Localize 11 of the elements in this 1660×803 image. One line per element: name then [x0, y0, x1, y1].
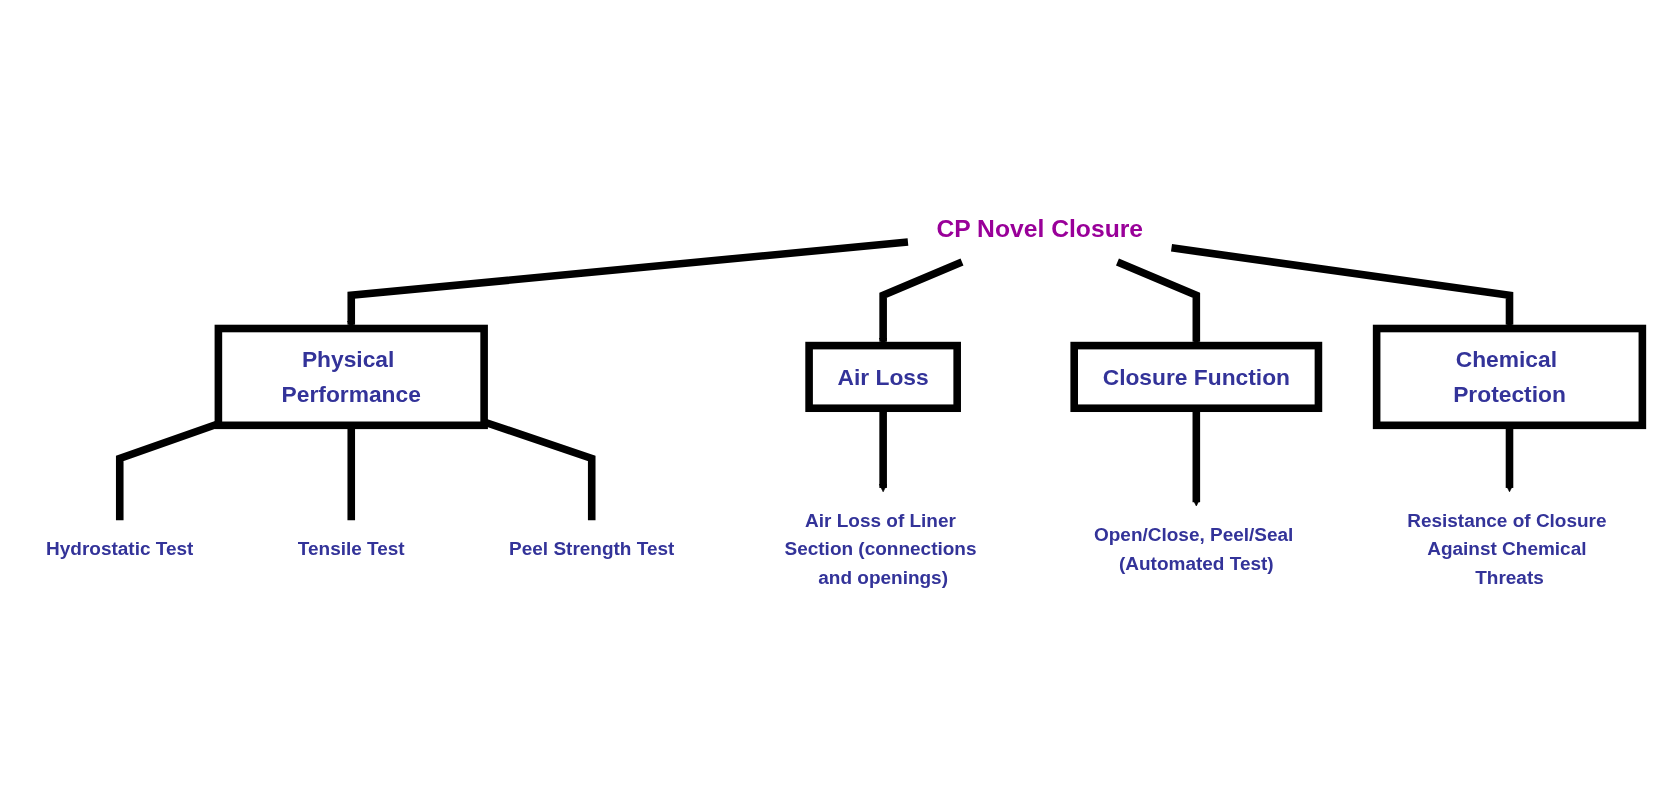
- node-text: Air Loss of Liner Section (connections and openings): [784, 510, 977, 588]
- node-box: Physical Performance: [214, 325, 488, 430]
- node-text: Peel Strength Test: [509, 538, 675, 560]
- node-box: Closure Function: [1070, 342, 1323, 413]
- node-box: Chemical Protection: [1372, 325, 1647, 430]
- node-text: CP Novel Closure: [936, 215, 1144, 244]
- node-text: Open/Close, Peel/Seal (Automated Test): [1093, 524, 1294, 574]
- node-text: Resistance of Closure Against Chemical Threats: [1407, 510, 1607, 588]
- node-box: Air Loss: [805, 342, 961, 413]
- node-text: Tensile Test: [297, 538, 405, 560]
- node-text: Hydrostatic Test: [46, 538, 194, 560]
